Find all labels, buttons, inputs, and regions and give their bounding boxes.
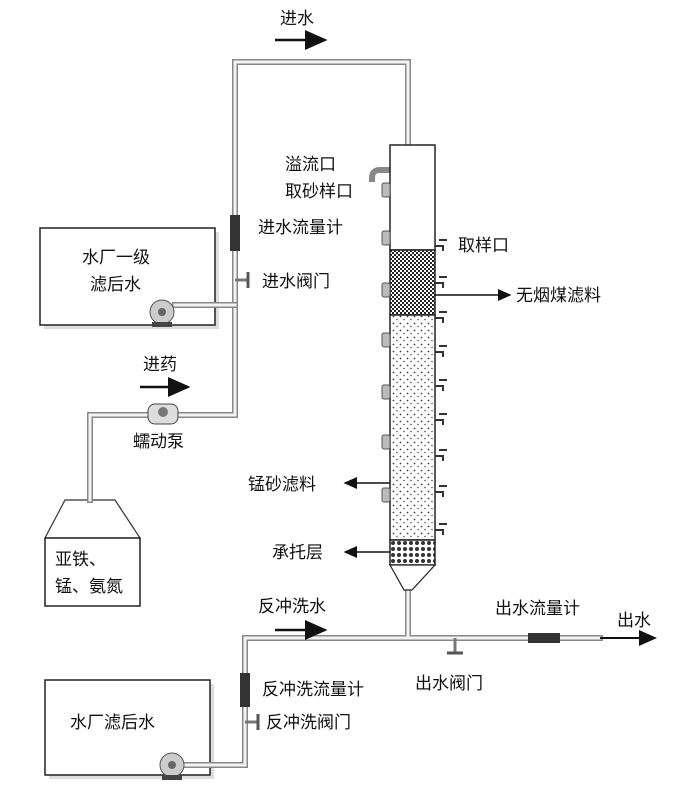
backwash-pump-icon — [159, 752, 185, 780]
manganese-sand-layer — [389, 314, 436, 541]
support-layer — [389, 539, 436, 566]
backwash-tank-label: 水厂滤后水 — [70, 713, 155, 733]
filter-column — [369, 144, 447, 591]
feed-pump-icon — [149, 299, 175, 327]
source-tank — [39, 227, 219, 329]
outlet-flowmeter — [528, 633, 560, 643]
sand-sampling-label: 取砂样口 — [285, 182, 353, 202]
source-tank-label-2: 滤后水 — [90, 275, 141, 295]
support-layer-label: 承托层 — [272, 543, 323, 563]
backwash-valve-label: 反冲洗阀门 — [266, 713, 351, 733]
sampling-port-label: 取样口 — [458, 236, 509, 256]
inlet-water-label: 进水 — [280, 9, 314, 29]
chem-tank-label-1: 亚铁、 — [55, 550, 106, 570]
outlet-valve[interactable] — [447, 638, 463, 655]
anthracite-layer — [389, 249, 436, 316]
chem-tank-label-2: 锰、氨氮 — [55, 577, 123, 597]
inlet-flowmeter-label: 进水流量计 — [258, 218, 343, 238]
backwash-valve[interactable] — [245, 714, 260, 730]
backwash-flowmeter — [240, 673, 250, 707]
peristaltic-pump-label: 蠕动泵 — [133, 432, 184, 452]
anthracite-label: 无烟煤滤料 — [516, 286, 601, 306]
inlet-valve[interactable] — [235, 272, 250, 288]
chemical-tank — [44, 499, 142, 607]
dosing-label: 进药 — [143, 355, 177, 375]
outlet-water-label: 出水 — [617, 611, 651, 631]
outlet-flowmeter-label: 出水流量计 — [495, 599, 580, 619]
inlet-flowmeter — [230, 215, 240, 251]
backwash-flowmeter-label: 反冲洗流量计 — [262, 680, 364, 700]
manganese-sand-label: 锰砂滤料 — [248, 475, 316, 495]
inlet-valve-label: 进水阀门 — [262, 272, 330, 292]
outlet-valve-label: 出水阀门 — [415, 674, 483, 694]
source-tank-label-1: 水厂一级 — [82, 248, 150, 268]
overflow-label: 溢流口 — [285, 155, 336, 175]
peristaltic-pump-icon — [147, 403, 179, 425]
backwash-water-label: 反冲洗水 — [258, 597, 326, 617]
